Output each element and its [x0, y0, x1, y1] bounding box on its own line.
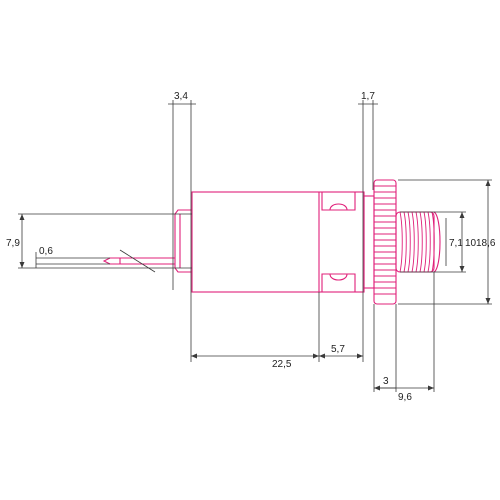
body-notch-bottom [321, 273, 356, 292]
thread-ridge [427, 211, 431, 273]
dim-18-6-label: 18,6 [476, 238, 496, 249]
thread-ridge [407, 211, 411, 273]
dim-5-7-label: 5,7 [331, 344, 345, 355]
dim-7-9-label: 7,9 [6, 238, 20, 249]
main-body [191, 191, 365, 293]
thread-ridge [411, 211, 415, 273]
dimension-labels: 3,4 1,7 7,9 0,6 7,1 10 18,6 22,5 5,7 3 9… [6, 91, 496, 403]
knurled-nut [373, 179, 397, 305]
dim-10-label: 10 [465, 238, 477, 249]
dim-7-1-label: 7,1 [449, 238, 463, 249]
thread-ridge [399, 211, 403, 273]
body-notch-top [321, 192, 356, 211]
dim-1-7-label: 1,7 [361, 91, 375, 102]
thread-ridge [419, 211, 423, 273]
dim-9-6-label: 9,6 [398, 392, 412, 403]
thread-ridge [431, 211, 435, 273]
jack-part-outline [102, 179, 441, 305]
nut-knurling [374, 185, 396, 295]
thread-ridge [403, 211, 407, 273]
thread-ridge [423, 211, 427, 273]
thread-ridges [399, 211, 435, 273]
dim-0-6-label: 0,6 [39, 246, 53, 257]
dim-22-5-label: 22,5 [272, 359, 292, 370]
solder-pin [102, 257, 175, 265]
dimension-lines [18, 100, 492, 392]
dim-3-label: 3 [383, 376, 389, 387]
dim-3-4-label: 3,4 [174, 91, 188, 102]
rear-cap [174, 209, 192, 273]
front-washer [363, 195, 375, 289]
dimension-arrows [19, 180, 491, 391]
thread-ridge [415, 211, 419, 273]
